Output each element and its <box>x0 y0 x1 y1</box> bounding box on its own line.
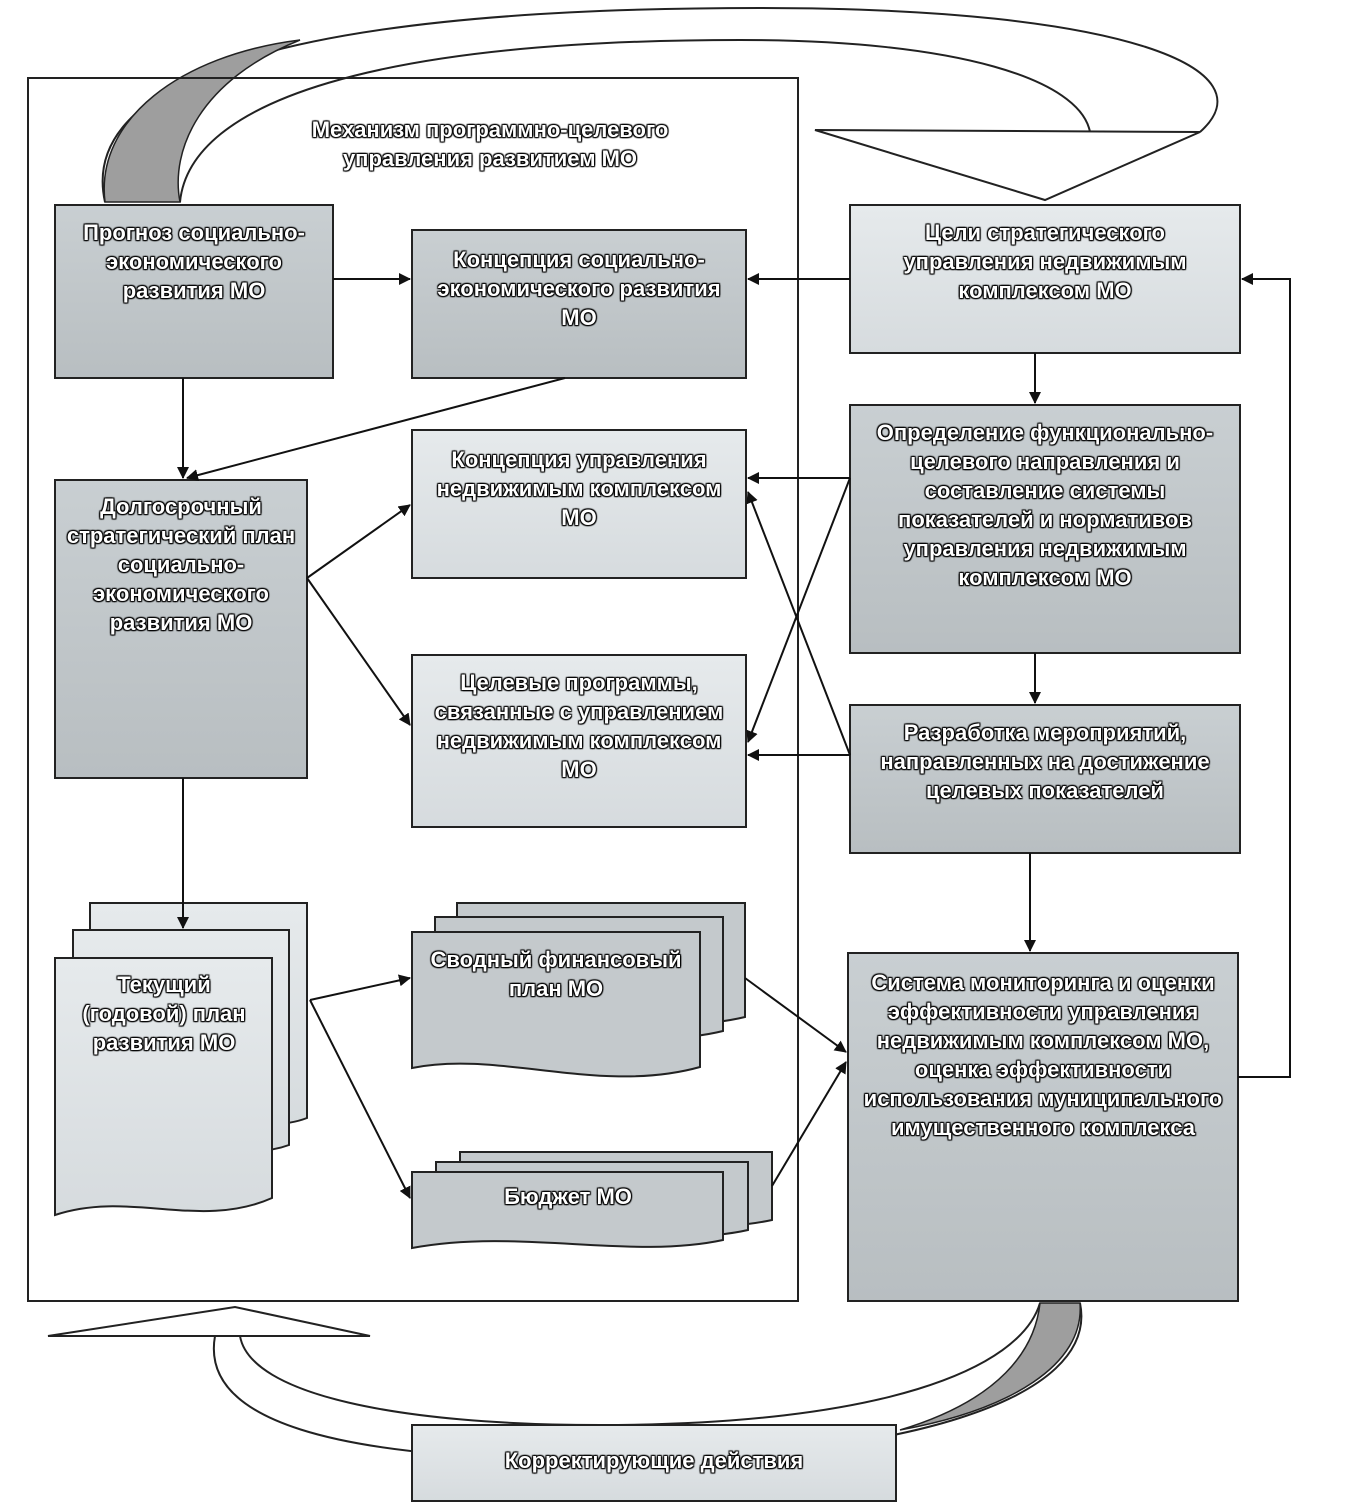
node-evaluation <box>847 952 1239 1302</box>
node-fin-reports-shape <box>411 902 746 1078</box>
node-plan <box>54 479 308 779</box>
node-functions-label: Определение функционально-целевого напра… <box>876 420 1214 591</box>
node-evaluation-label: Система мониторинга и оценки эффективнос… <box>863 970 1223 1141</box>
node-mgmt-concept-label: Концепция управления недвижимым комплекс… <box>436 447 722 531</box>
node-concept-label: Концепция социально-экономического разви… <box>437 247 721 331</box>
node-goals-label: Цели стратегического управления недвижим… <box>903 220 1187 304</box>
feedback-box <box>411 1424 897 1502</box>
node-programs-label: Целевые программы, связанные с управлени… <box>434 670 724 783</box>
node-mgmt-concept <box>411 429 747 579</box>
node-budget-shape <box>54 902 308 1217</box>
node-budget-mo-shape <box>411 1151 773 1250</box>
node-development-label: Разработка мероприятий, направленных на … <box>880 720 1210 804</box>
top-cycle-arrow <box>101 6 1219 203</box>
node-functions <box>849 404 1241 654</box>
node-plan-label: Долгосрочный стратегический план социаль… <box>66 494 296 636</box>
node-fin-reports-label: Сводный финансовый план МО <box>430 947 682 1002</box>
node-budget-label: Текущий (годовой) план развития МО <box>82 972 246 1056</box>
node-forecast <box>54 204 334 379</box>
node-goals <box>849 204 1241 354</box>
feedback-label: Корректирующие действия <box>504 1448 804 1473</box>
program-container <box>27 77 799 1302</box>
container-title: Механизм программно-целевого управления … <box>311 117 669 172</box>
node-programs <box>411 654 747 828</box>
bottom-cycle-arrow <box>47 1302 1083 1462</box>
node-budget-mo-label: Бюджет МО <box>504 1184 632 1209</box>
node-concept <box>411 229 747 379</box>
node-forecast-label: Прогноз социально-экономического развити… <box>83 220 305 304</box>
connectors <box>177 273 1291 1199</box>
node-development <box>849 704 1241 854</box>
